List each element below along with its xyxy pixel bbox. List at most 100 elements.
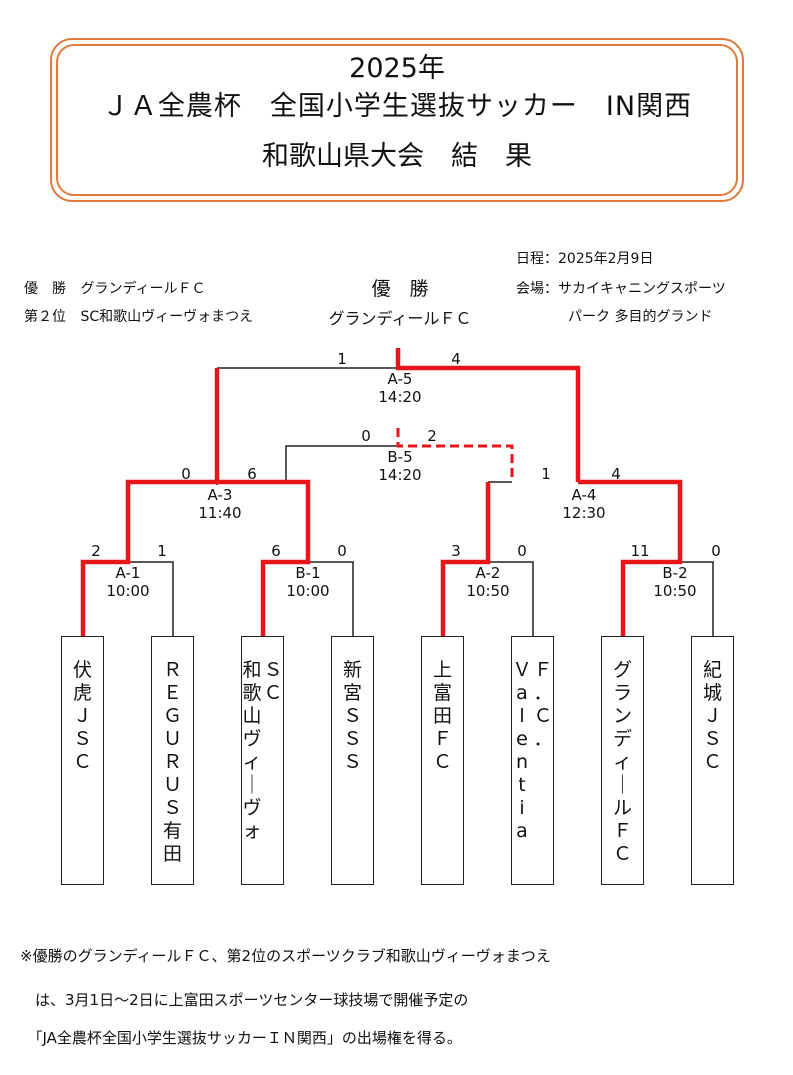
team-name-char: Ｃ xyxy=(533,705,553,727)
team-name-char: Ｕ xyxy=(162,774,182,796)
title-box: 2025年 ＪＡ全農杯 全国小学生選抜サッカー IN関西 和歌山県大会 結 果 xyxy=(50,38,744,202)
score-a3-left: 0 xyxy=(181,465,191,483)
team-name-char: 田 xyxy=(432,705,452,727)
team-name-char: 伏 xyxy=(72,659,92,681)
team-name-char: ． xyxy=(533,682,553,704)
team-name-char: ィ xyxy=(242,751,262,773)
team-name-char: Ｃ xyxy=(612,843,632,865)
score-b2-left: 11 xyxy=(630,542,650,560)
team-name-char: Ｃ xyxy=(432,751,452,773)
second-label: 第２位 xyxy=(24,309,66,325)
event-date: 日程：2025年2月9日 xyxy=(516,251,654,267)
team-name-char: 上 xyxy=(432,659,452,681)
second-row: 第２位 SC和歌山ヴィーヴォまつえ xyxy=(24,306,253,326)
team-name-char: Ｆ xyxy=(432,728,452,750)
team-name-char: Ｓ xyxy=(72,728,92,750)
team-name-column: Ｆ．Ｃ． xyxy=(534,659,553,751)
team-name-char: 和 xyxy=(242,659,262,681)
team-name-char: 山 xyxy=(242,705,262,727)
team-name-char: ヴ xyxy=(242,797,262,819)
score-b5-right: 2 xyxy=(427,427,437,445)
score-a3-right: 6 xyxy=(247,465,257,483)
score-a2-right: 0 xyxy=(517,542,527,560)
score-a1-left: 2 xyxy=(91,542,101,560)
team-name-char: 虎 xyxy=(72,682,92,704)
winner-label: 優 勝 xyxy=(24,281,66,297)
score-b1-left: 6 xyxy=(271,542,281,560)
team-name-char: デ xyxy=(612,728,632,750)
score-a1-right: 1 xyxy=(157,542,167,560)
team-name-char: ォ xyxy=(242,820,262,842)
title-sub: 和歌山県大会 結 果 xyxy=(262,141,532,172)
team-name-char: a xyxy=(516,682,528,704)
team-name-char: Ｇ xyxy=(162,705,182,727)
team-name-char: ． xyxy=(533,728,553,750)
team-name-char: ラ xyxy=(612,682,632,704)
team-name-char: Ｓ xyxy=(342,705,362,727)
team-name-char: a xyxy=(516,820,528,842)
team-name-char: Ｊ xyxy=(702,705,722,727)
team-name-char: Ｊ xyxy=(72,705,92,727)
title-year: 2025年 xyxy=(349,53,445,84)
team-name-char: t xyxy=(518,774,526,796)
winner-row: 優 勝 グランディールＦＣ xyxy=(24,278,205,298)
team-name-char: Ｆ xyxy=(612,820,632,842)
score-a5-left: 1 xyxy=(337,350,347,368)
team-name-char: 富 xyxy=(432,682,452,704)
team-name-char: Ｃ xyxy=(72,751,92,773)
team-name-char: 田 xyxy=(162,843,182,865)
team-name-column: 和歌山ヴィ｜ヴォ xyxy=(242,659,261,843)
team-name-char: 紀 xyxy=(702,659,722,681)
team-name-char: Ｓ xyxy=(342,728,362,750)
team-name-char: n xyxy=(515,751,529,773)
team-name-char: Ｕ xyxy=(162,728,182,750)
team-name-char: 歌 xyxy=(242,682,262,704)
team-name-char: e xyxy=(516,728,528,750)
score-b2-right: 0 xyxy=(711,542,721,560)
team-name-char: 新 xyxy=(342,659,362,681)
team-name-char: ィ xyxy=(612,751,632,773)
team-name-char: Ｆ xyxy=(533,659,553,681)
team-name-char: ｜ xyxy=(242,774,262,796)
team-name-char: l xyxy=(519,705,525,727)
team-name-char: 宮 xyxy=(342,682,362,704)
team-name-char: Ｖ xyxy=(512,659,532,681)
team-name-char: Ｓ xyxy=(342,751,362,773)
score-a4-left: 1 xyxy=(541,465,551,483)
center-winner-team: グランディールＦＣ xyxy=(328,309,472,328)
team-name-char: Ｒ xyxy=(162,659,182,681)
note-line-3: 「JA全農杯全国小学生選抜サッカーＩＮ関西」の出場権を得る。 xyxy=(20,1029,462,1047)
team-name-char: ル xyxy=(612,797,632,819)
team-name-char: Ｓ xyxy=(702,728,722,750)
score-b5-left: 0 xyxy=(361,427,371,445)
team-name-char: ｜ xyxy=(612,774,632,796)
team-name-char: ン xyxy=(612,705,632,727)
event-venue: 会場：サカイキャニングスポーツ xyxy=(516,281,726,297)
team-name-char: Ｓ xyxy=(162,797,182,819)
team-name-char: Ｃ xyxy=(263,682,283,704)
score-a5-right: 4 xyxy=(451,350,461,368)
event-venue-2: パーク 多目的グランド xyxy=(568,309,713,325)
score-b1-right: 0 xyxy=(337,542,347,560)
team-name-char: Ｃ xyxy=(702,751,722,773)
team-name-char: Ｓ xyxy=(263,659,283,681)
